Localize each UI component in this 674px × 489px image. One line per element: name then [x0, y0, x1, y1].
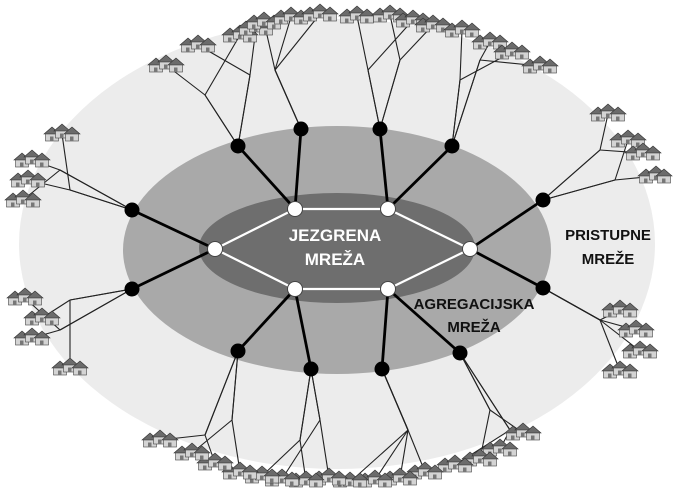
- aggregation-node-icon: [452, 345, 468, 361]
- access-link: [61, 133, 71, 191]
- access-link: [274, 16, 292, 71]
- access-link: [374, 429, 409, 481]
- aggregation-node-icon: [535, 192, 551, 208]
- aggregation-nodes: [124, 121, 551, 377]
- aggregation-link: [236, 288, 297, 352]
- aggregation-link: [378, 128, 390, 210]
- access-link: [459, 352, 511, 431]
- core-node-icon: [207, 241, 223, 257]
- aggregation-link: [469, 198, 544, 251]
- aggregation-label-line2: MREŽA: [447, 318, 500, 336]
- aggregation-link: [387, 287, 461, 355]
- access-link: [451, 59, 481, 147]
- access-link: [274, 69, 302, 130]
- core-ring-links: [214, 207, 471, 291]
- access-link: [451, 79, 461, 147]
- access-link: [237, 74, 251, 147]
- access-link: [459, 29, 463, 81]
- access-link: [459, 352, 491, 411]
- core-link: [387, 248, 471, 290]
- access-link: [204, 350, 239, 436]
- core-label-line2: MREŽA: [305, 250, 365, 269]
- access-link: [381, 368, 409, 431]
- access-link: [319, 419, 330, 479]
- core-link: [214, 208, 296, 250]
- core-link: [214, 248, 296, 290]
- access-link: [191, 419, 233, 454]
- access-link: [59, 288, 133, 331]
- aggregation-node-icon: [535, 280, 551, 296]
- core-link: [387, 208, 471, 250]
- core-node-icon: [462, 241, 478, 257]
- access-link: [204, 34, 241, 96]
- access-link: [69, 288, 133, 301]
- access-link: [367, 19, 414, 71]
- access-link: [614, 139, 629, 181]
- aggregation-link: [236, 145, 297, 210]
- aggregation-node-icon: [372, 121, 388, 137]
- aggregation-link: [293, 288, 313, 370]
- aggregation-link: [293, 128, 303, 210]
- access-link: [542, 149, 601, 201]
- access-link: [310, 368, 321, 421]
- aggregation-link: [380, 288, 390, 370]
- aggregation-link: [131, 247, 216, 291]
- aggregation-node-icon: [124, 202, 140, 218]
- access-link: [59, 169, 133, 211]
- access-link: [389, 14, 401, 61]
- access-tree-links: [22, 13, 657, 483]
- core-node-icon: [287, 201, 303, 217]
- access-link: [356, 15, 369, 71]
- access-link: [281, 419, 321, 480]
- aggregation-links: [131, 128, 544, 370]
- aggregation-node-icon: [124, 281, 140, 297]
- core-node-icon: [287, 281, 303, 297]
- access-link: [204, 94, 239, 147]
- core-label-line1: JEZGRENA: [289, 226, 382, 245]
- access-link: [599, 113, 609, 151]
- aggregation-node-icon: [444, 138, 460, 154]
- core-node-icon: [380, 281, 396, 297]
- access-link: [231, 350, 239, 421]
- access-link: [299, 368, 312, 441]
- aggregation-node-icon: [230, 343, 246, 359]
- access-link: [261, 439, 301, 477]
- aggregation-node-icon: [374, 361, 390, 377]
- aggregation-link: [387, 145, 453, 210]
- access-label-line2: MREŽE: [582, 250, 635, 268]
- aggregation-node-icon: [230, 138, 246, 154]
- core-nodes: [207, 201, 478, 297]
- core-node-icon: [380, 201, 396, 217]
- access-link: [274, 13, 321, 71]
- access-link: [542, 287, 601, 321]
- access-link: [367, 69, 381, 130]
- access-label-line1: PRISTUPNE: [565, 227, 651, 244]
- aggregation-node-icon: [293, 121, 309, 137]
- access-link: [542, 179, 616, 201]
- aggregation-link: [131, 208, 216, 251]
- access-link: [69, 189, 133, 211]
- aggregation-link: [469, 247, 544, 290]
- access-link: [379, 59, 401, 130]
- access-link: [599, 319, 621, 372]
- aggregation-label-line1: AGREGACIJSKA: [414, 296, 535, 313]
- aggregation-node-icon: [303, 361, 319, 377]
